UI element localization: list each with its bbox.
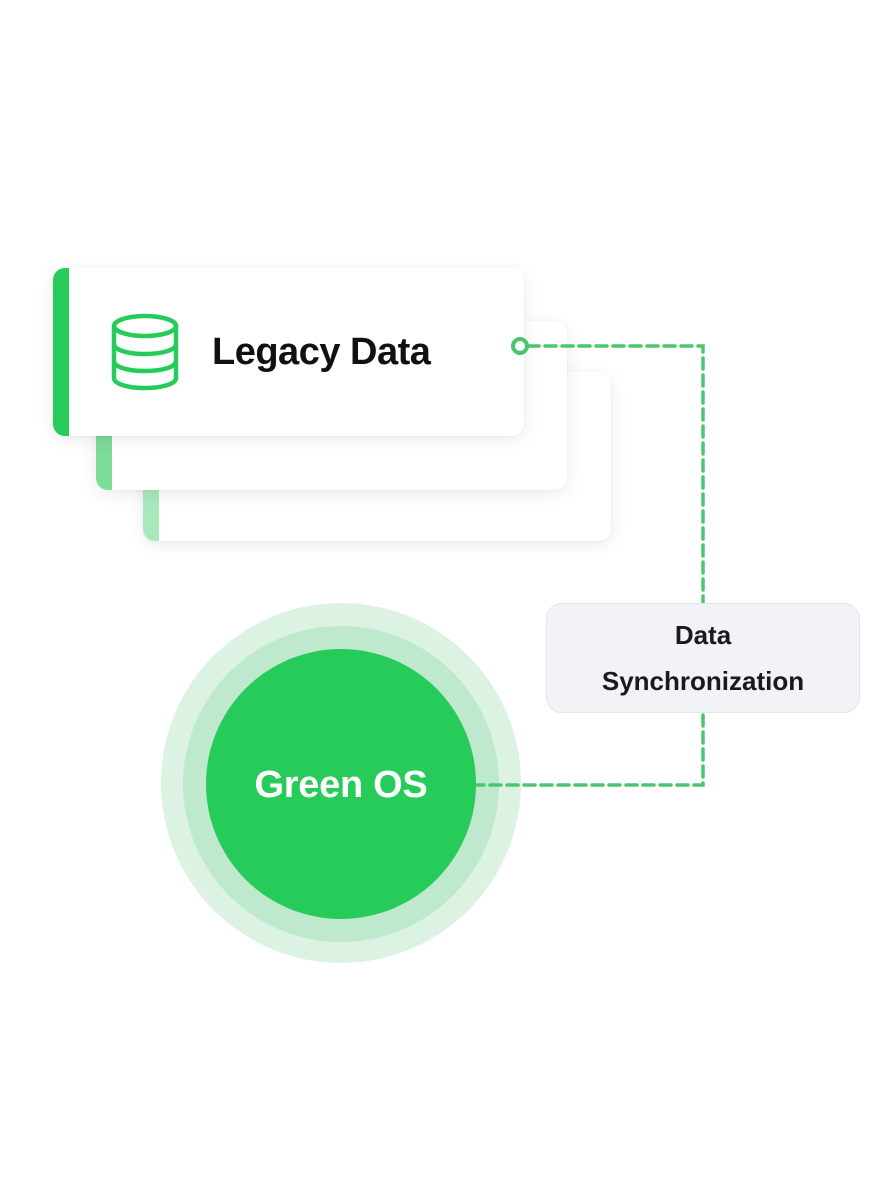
green-os-node[interactable]: Green OS bbox=[206, 649, 476, 919]
database-icon bbox=[111, 313, 179, 391]
sync-label-line1: Data bbox=[674, 620, 732, 650]
legacy-data-label: Legacy Data bbox=[212, 331, 431, 373]
data-synchronization-label: Data Synchronization bbox=[546, 603, 860, 713]
sync-label-line2: Synchronization bbox=[601, 666, 805, 696]
legacy-data-card[interactable]: Legacy Data bbox=[53, 268, 524, 436]
green-os-label: Green OS bbox=[254, 763, 428, 806]
card-accent-bar bbox=[53, 268, 69, 436]
